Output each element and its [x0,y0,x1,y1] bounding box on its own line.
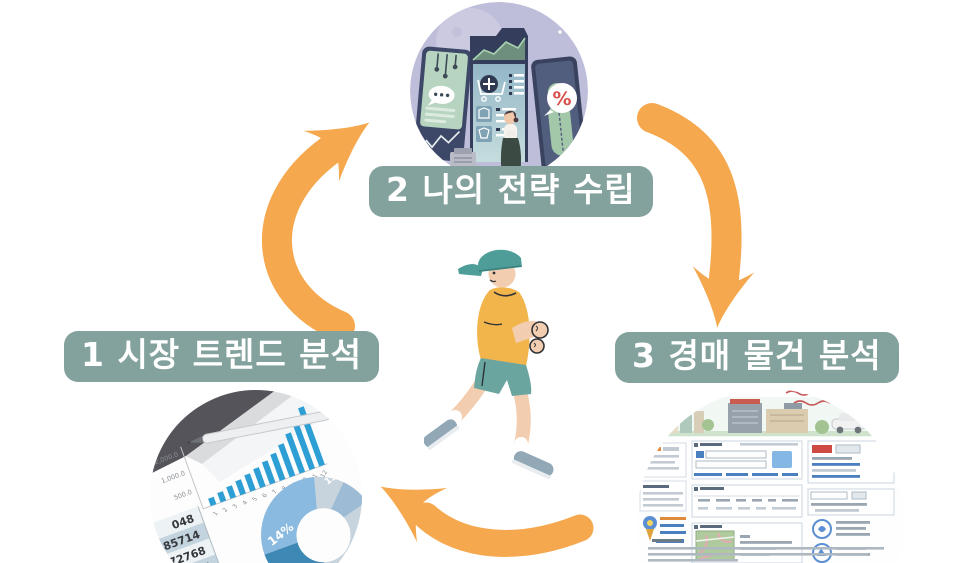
arrow-left-up [261,135,355,341]
svg-text:12: 12 [319,469,329,479]
svg-text:6: 6 [261,492,269,499]
svg-text:3: 3 [231,503,239,510]
box-icon [450,148,476,168]
line-chart-icon [418,130,461,151]
footer-text-lines [648,539,884,562]
list-lines [509,74,524,95]
shopping-cart-icon [477,75,506,102]
speech-bubble-icon [427,85,455,106]
percent-badge: % [544,83,577,116]
step-label-market-trend: 1 시장 트렌드 분석 [64,331,379,382]
map-thumbnail [695,530,735,562]
badge-icon [643,516,657,541]
arrow-right-down [637,103,742,293]
step-label-my-strategy: 2 나의 전략 수립 [369,166,653,217]
area-chart-icon [472,37,526,61]
right-phone-panel [531,56,588,172]
arrow-bottom-left [412,502,594,557]
step-label-auction-item: 3 경매 물건 분석 [615,332,899,383]
woman-figure [500,110,522,174]
fist [529,338,545,354]
center-panel [470,28,528,162]
percent-badge-text: % [552,88,571,110]
pie-chart: 14% 15% 13% [261,466,362,563]
center-column [691,440,803,563]
strategy-illustration-circle: % [410,2,588,180]
pendant-lamp-icon [436,53,457,75]
left-phone-panel [413,46,473,162]
svg-text:2: 2 [222,506,230,513]
svg-text:5: 5 [251,496,259,503]
star-icon [558,30,562,34]
shorts [474,358,532,396]
svg-text:1: 1 [212,510,220,517]
shirt [477,287,530,366]
fist [531,321,549,339]
back-shoe [423,419,460,450]
runner-illustration [423,242,566,494]
website-body [639,440,895,563]
svg-text:7: 7 [271,488,279,495]
front-shoe [511,451,554,480]
svg-text:4: 4 [241,499,249,506]
cap [458,249,522,276]
